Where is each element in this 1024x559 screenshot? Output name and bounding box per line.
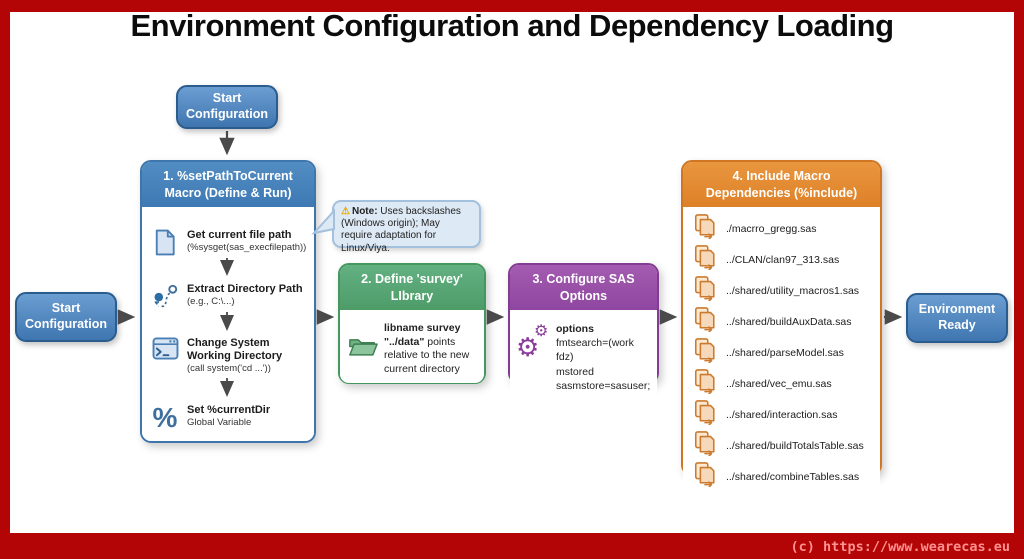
stacked-docs-icon xyxy=(693,244,717,275)
file-row: ../shared/utility_macros1.sas xyxy=(693,275,874,306)
step-extract-directory-path: Extract Directory Path (e.g., C:\...) xyxy=(150,283,306,311)
route-pins-icon xyxy=(150,283,180,311)
box3-text: options fmtsearch=(work fdz) mstored sas… xyxy=(556,323,651,392)
note-text: Uses backslashes (Windows origin); May r… xyxy=(341,206,461,254)
file-row: ./macrro_gregg.sas xyxy=(693,213,874,244)
stacked-docs-icon xyxy=(693,399,717,430)
file-label: ../shared/interaction.sas xyxy=(726,408,838,421)
folder-icon xyxy=(348,322,378,362)
node-label: Start Configuration xyxy=(25,301,107,331)
step-text: Extract Directory Path (e.g., C:\...) xyxy=(187,283,303,308)
box2-text: libname survey "../data" points relative… xyxy=(384,322,470,375)
stacked-docs-icon xyxy=(693,337,717,368)
stacked-docs-icon xyxy=(693,368,717,399)
file-list: ./macrro_gregg.sas ../CLAN/clan97_313.sa… xyxy=(683,207,880,500)
stacked-docs-icon xyxy=(693,213,717,244)
step-text: Set %currentDir Global Variable xyxy=(187,404,271,429)
step-change-working-directory: Change System Working Directory (call sy… xyxy=(150,337,306,375)
step-text: Change System Working Directory (call sy… xyxy=(187,337,283,375)
box2-body: libname survey "../data" points relative… xyxy=(340,310,484,383)
note-callout: ⚠Note: Uses backslashes (Windows origin)… xyxy=(332,200,481,254)
stacked-docs-icon xyxy=(693,461,717,492)
file-row: ../CLAN/clan97_313.sas xyxy=(693,244,874,275)
step-text: Get current file path (%sysget(sas_execf… xyxy=(187,229,307,254)
box2-header: 2. Define 'survey' LIbrary xyxy=(340,265,484,310)
box-configure-sas-options: 3. Configure SAS Options ⚙ ⚙ options fmt… xyxy=(508,263,659,399)
stacked-docs-icon xyxy=(693,430,717,461)
box-include-macro-dependencies: 4. Include Macro Dependencies (%include)… xyxy=(681,160,882,500)
file-label: ../shared/utility_macros1.sas xyxy=(726,284,860,297)
file-row: ../shared/parseModel.sas xyxy=(693,337,874,368)
file-label: ../shared/buildTotalsTable.sas xyxy=(726,439,864,452)
box4-body: ./macrro_gregg.sas ../CLAN/clan97_313.sa… xyxy=(683,207,880,500)
file-row: ../shared/vec_emu.sas xyxy=(693,368,874,399)
page-title: Environment Configuration and Dependency… xyxy=(130,8,894,43)
node-environment-ready: Environment Ready xyxy=(906,293,1008,343)
box-setpathtocurrent-macro: 1. %setPathToCurrent Macro (Define & Run… xyxy=(140,160,316,443)
gears-icon: ⚙ ⚙ xyxy=(516,323,549,362)
file-label: ../shared/combineTables.sas xyxy=(726,470,860,483)
warning-icon: ⚠ xyxy=(341,206,350,217)
box3-body: ⚙ ⚙ options fmtsearch=(work fdz) mstored… xyxy=(510,310,657,399)
file-label: ./macrro_gregg.sas xyxy=(726,222,817,235)
box3-header: 3. Configure SAS Options xyxy=(510,265,657,310)
file-row: ../shared/combineTables.sas xyxy=(693,461,874,492)
file-row: ../shared/interaction.sas xyxy=(693,399,874,430)
file-label: ../shared/vec_emu.sas xyxy=(726,377,832,390)
stacked-docs-icon xyxy=(693,275,717,306)
file-label: ../shared/parseModel.sas xyxy=(726,346,844,359)
box1-header: 1. %setPathToCurrent Macro (Define & Run… xyxy=(142,162,314,207)
stacked-docs-icon xyxy=(693,306,717,337)
terminal-icon xyxy=(150,337,180,360)
box4-header: 4. Include Macro Dependencies (%include) xyxy=(683,162,880,207)
step-set-currentdir: % Set %currentDir Global Variable xyxy=(150,404,306,432)
file-row: ../shared/buildAuxData.sas xyxy=(693,306,874,337)
node-start-configuration-top: Start Configuration xyxy=(176,85,278,129)
box-define-survey-library: 2. Define 'survey' LIbrary libname surve… xyxy=(338,263,486,384)
step-get-current-file-path: Get current file path (%sysget(sas_execf… xyxy=(150,229,306,256)
file-label: ../CLAN/clan97_313.sas xyxy=(726,253,840,266)
node-label: Environment Ready xyxy=(918,302,996,332)
percent-icon: % xyxy=(152,402,178,433)
box1-body: Get current file path (%sysget(sas_execf… xyxy=(142,207,314,441)
copyright-text: (c) https://www.wearecas.eu xyxy=(790,539,1010,555)
note-label: Note: xyxy=(351,206,378,217)
node-start-configuration-left: Start Configuration xyxy=(15,292,117,342)
file-label: ../shared/buildAuxData.sas xyxy=(726,315,852,328)
file-icon xyxy=(150,229,180,256)
node-label: Start Configuration xyxy=(186,91,268,121)
file-row: ../shared/buildTotalsTable.sas xyxy=(693,430,874,461)
